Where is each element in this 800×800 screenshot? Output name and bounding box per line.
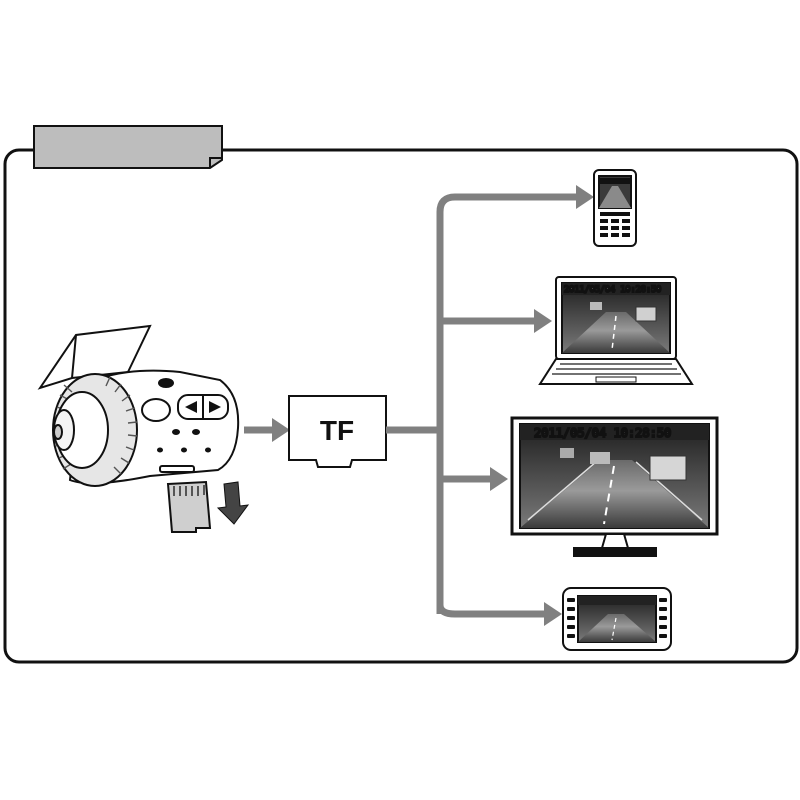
laptop-timestamp: 2011/05/04 10:28:50 — [564, 285, 661, 295]
monitor-icon: 2011/05/04 10:28:50 — [510, 416, 719, 557]
down-arrow-icon — [216, 481, 250, 525]
arrow-heads — [490, 185, 594, 626]
car-head-unit-icon — [562, 587, 672, 651]
smartphone-icon — [593, 169, 637, 247]
distribution-arrows — [386, 193, 578, 618]
tf-card-label: TF — [320, 415, 354, 446]
camera-to-tf-arrow — [244, 418, 290, 442]
micro-sd-card-icon — [166, 480, 212, 533]
dashcam-icon — [37, 324, 240, 487]
header-tab — [33, 125, 223, 169]
monitor-timestamp: 2011/05/04 10:28:50 — [534, 426, 671, 440]
laptop-icon: 2011/05/04 10:28:50 — [538, 276, 694, 385]
tf-card-icon: TF — [288, 395, 387, 468]
